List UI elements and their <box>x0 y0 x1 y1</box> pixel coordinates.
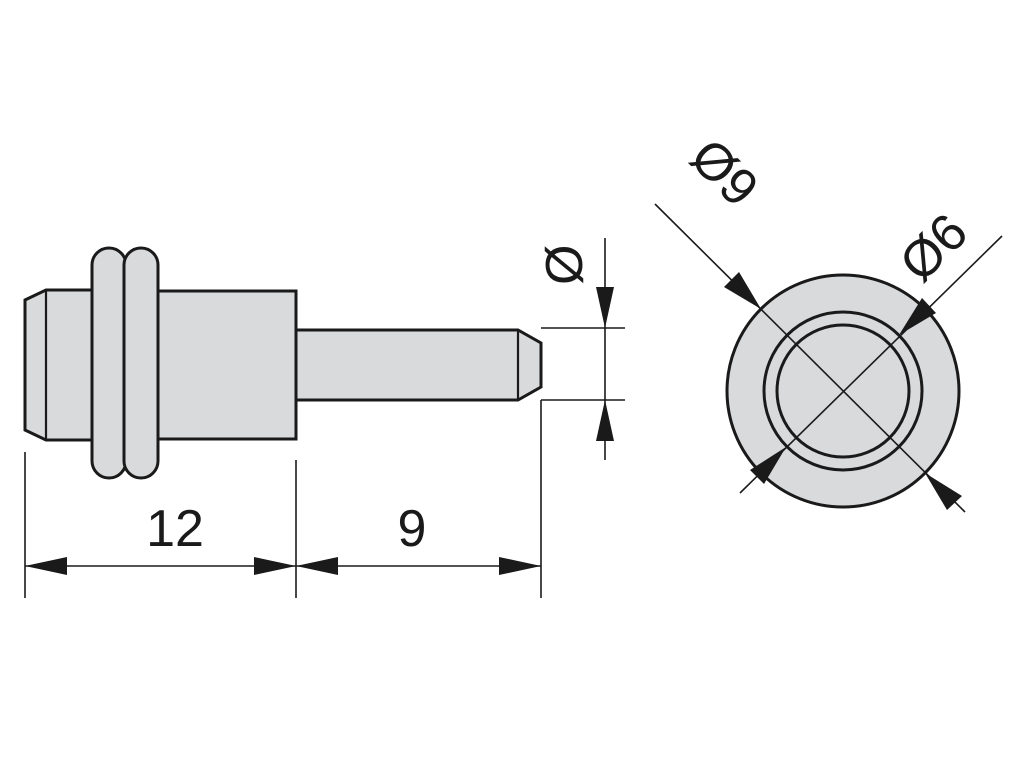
pin-body <box>148 289 298 441</box>
pin-ring-left <box>90 246 128 480</box>
arrowhead <box>596 400 614 441</box>
body-length-label: 12 <box>146 500 204 558</box>
pin-shaft <box>294 328 543 402</box>
pin-diameter-dimension: Ø <box>536 238 625 460</box>
end-view: Ø9 Ø6 <box>654 128 1003 513</box>
arrowhead <box>254 557 296 575</box>
pin-head <box>23 288 100 442</box>
length-dimensions: 12 9 <box>24 400 542 598</box>
pin-ring-right <box>122 246 160 480</box>
inner-diameter-label: Ø6 <box>889 203 979 293</box>
arrowhead <box>499 557 541 575</box>
arrowhead <box>925 473 962 510</box>
arrowhead <box>296 557 338 575</box>
arrowhead <box>596 287 614 328</box>
outer-diameter-label: Ø9 <box>679 128 769 218</box>
inner-circle <box>775 323 911 459</box>
groove-circle <box>762 310 924 472</box>
arrowhead <box>724 272 761 309</box>
arrowhead <box>25 557 67 575</box>
pin-diameter-label: Ø <box>536 245 594 285</box>
outer-diameter-dimension-line <box>654 203 966 513</box>
side-view <box>23 246 543 480</box>
arrowhead <box>899 298 936 335</box>
arrowhead <box>750 447 786 484</box>
pin-length-label: 9 <box>398 500 427 558</box>
